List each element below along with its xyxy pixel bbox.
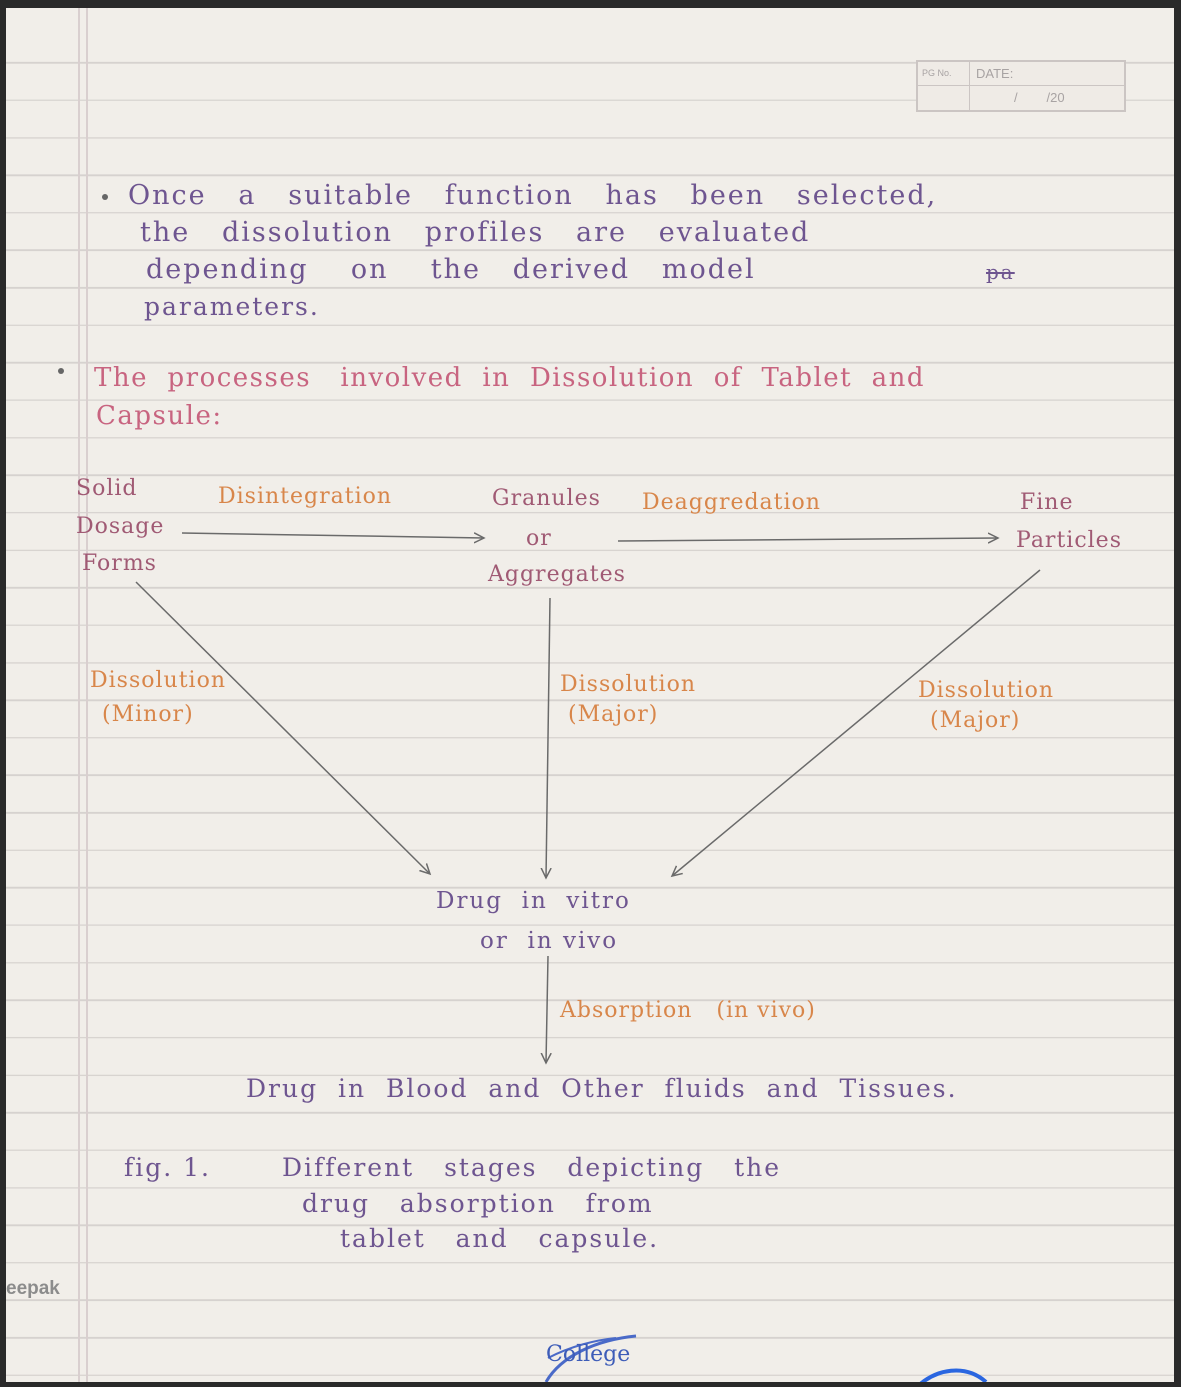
para1-line2: the dissolution profiles are evaluated (140, 217, 811, 248)
blood-label: Drug in Blood and Other fluids and Tissu… (246, 1074, 958, 1103)
stamp-text: College (546, 1342, 631, 1367)
notebook-page: PG No. DATE: / /20 Once a suitable funct… (6, 8, 1174, 1382)
bullet-1 (102, 194, 108, 200)
drug-vitro-line1: Drug in vitro (436, 888, 631, 914)
college-stamp (544, 1334, 988, 1382)
date-label: DATE: (970, 62, 1124, 86)
arrow-left-diagonal (135, 581, 430, 874)
para2-line1: The processes involved in Dissolution of… (94, 363, 926, 393)
arrow-center-down (546, 597, 550, 878)
dissolution-major-center-line1: Dissolution (560, 672, 696, 697)
solid-line2: Dosage (76, 514, 165, 539)
arrow-absorption (546, 955, 548, 1063)
drug-vitro-line2: or in vivo (480, 928, 619, 954)
pg-no-value (918, 86, 970, 110)
disintegration-label: Disintegration (218, 484, 393, 509)
caption-label: fig. 1. (124, 1153, 211, 1182)
granules-line3: Aggregates (488, 562, 626, 587)
dissolution-minor-line1: Dissolution (90, 668, 226, 693)
arrow-right-diagonal (672, 569, 1041, 876)
margin-line-left (78, 8, 80, 1382)
dissolution-major-right-line2: (Major) (930, 708, 1021, 733)
arrow-disintegration (181, 533, 484, 538)
para2-line2: Capsule: (96, 401, 223, 431)
granules-line1: Granules (492, 486, 601, 511)
deaggregation-label: Deaggredation (642, 490, 821, 515)
brand-logo: eepak (6, 1278, 60, 1299)
date-value: / /20 (1014, 90, 1065, 105)
arrow-deaggregation (617, 538, 998, 541)
diagram-arrows (135, 8, 1041, 1382)
dissolution-minor-line2: (Minor) (102, 702, 194, 727)
granules-line2: or (526, 526, 552, 551)
absorption-label: Absorption (in vivo) (560, 998, 816, 1023)
solid-line3: Forms (82, 551, 157, 576)
bullet-2 (58, 368, 64, 374)
para1-line4: parameters. (144, 292, 320, 321)
fine-line1: Fine (1020, 490, 1074, 515)
page-header-box: PG No. DATE: / /20 (916, 60, 1126, 112)
caption-line1: Different stages depicting the (282, 1153, 782, 1182)
para1-line1: Once a suitable function has been select… (128, 180, 938, 211)
pg-no-label: PG No. (918, 62, 970, 86)
struck-word: pa (986, 260, 1015, 284)
dissolution-major-right-line1: Dissolution (918, 678, 1054, 703)
solid-line1: Solid (76, 476, 138, 501)
fine-line2: Particles (1016, 528, 1122, 553)
caption-line3: tablet and capsule. (340, 1224, 660, 1253)
dissolution-major-center-line2: (Major) (568, 702, 659, 727)
margin-line-left-inner (86, 8, 88, 1382)
para1-line3: depending on the derived model (146, 254, 756, 285)
caption-line2: drug absorption from (302, 1189, 654, 1218)
